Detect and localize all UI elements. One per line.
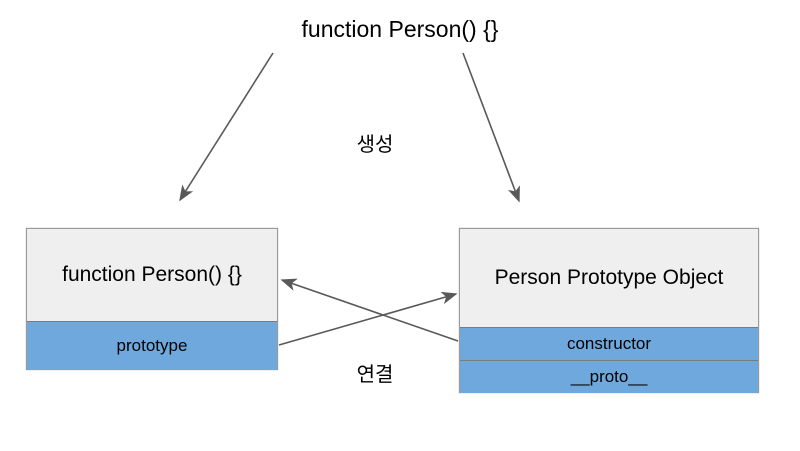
node-function-person[interactable]: function Person() {} prototype — [26, 228, 278, 370]
node-person-prototype-object-field-proto[interactable]: __proto__ — [460, 360, 758, 393]
edge-label-link: 연결 — [356, 364, 394, 386]
arrow-create-to-function — [179, 52, 274, 202]
arrow-create-to-prototype-object — [462, 52, 520, 203]
node-person-prototype-object[interactable]: Person Prototype Object constructor __pr… — [459, 228, 759, 393]
arrow-prototype-to-prototype-object — [278, 291, 458, 346]
node-function-person-header: function Person() {} — [27, 229, 277, 321]
node-function-person-field-prototype[interactable]: prototype — [27, 321, 277, 370]
edge-label-create: 생성 — [356, 134, 394, 156]
node-person-prototype-object-field-constructor[interactable]: constructor — [460, 327, 758, 360]
node-person-prototype-object-header: Person Prototype Object — [460, 229, 758, 327]
arrow-constructor-to-function — [280, 278, 459, 342]
diagram-title: function Person() {} — [301, 16, 499, 42]
